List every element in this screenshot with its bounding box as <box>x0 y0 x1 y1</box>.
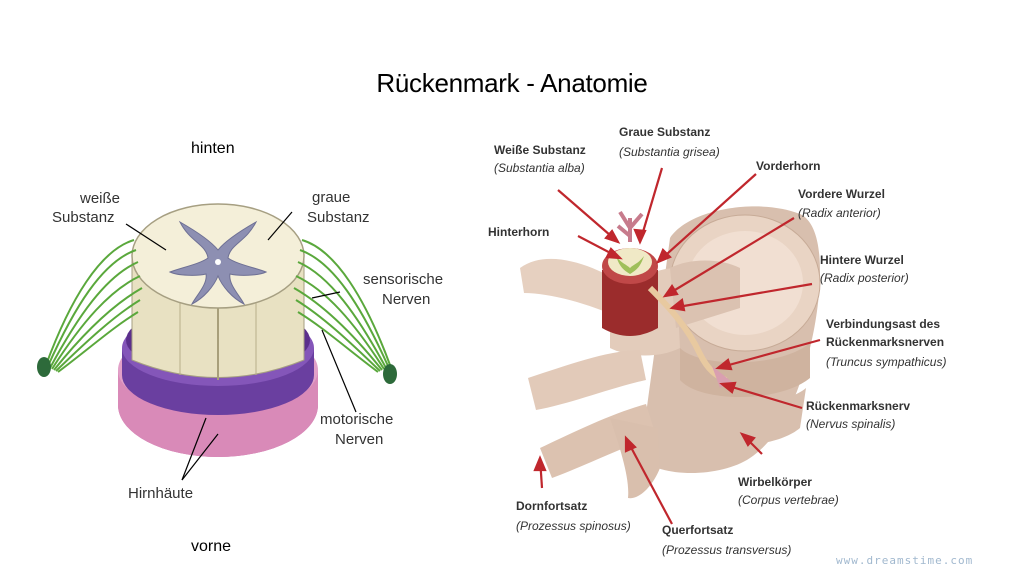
label-gray-substance-latin: (Substantia grisea) <box>619 145 720 159</box>
label-anterior-root-latin: (Radix anterior) <box>798 206 881 220</box>
label-posterior-root-latin: (Radix posterior) <box>820 271 909 285</box>
label-transverse-process-latin: (Prozessus transversus) <box>662 543 791 557</box>
label-spinal-nerve-latin: (Nervus spinalis) <box>806 417 895 431</box>
label-posterior: hinten <box>191 140 235 157</box>
nerve-fibers <box>45 239 391 373</box>
label-white-substance-latin: (Substantia alba) <box>494 161 585 175</box>
label-anterior: vorne <box>191 538 232 555</box>
label-gray-substance: Graue Substanz <box>619 125 710 139</box>
label-connecting-branch-latin: (Truncus sympathicus) <box>826 355 946 369</box>
label-transverse-process: Querfortsatz <box>662 523 733 537</box>
cord-slice <box>602 210 732 388</box>
label-motor-nerves-2: Nerven <box>335 431 383 448</box>
label-meninges: Hirnhäute <box>128 485 193 502</box>
slide-title: Rückenmark - Anatomie <box>376 68 648 98</box>
label-white-substance: Weiße Substanz <box>494 143 586 157</box>
label-sensory-nerves-2: Nerven <box>382 291 430 308</box>
label-gray-matter-1: graue <box>312 189 350 206</box>
label-anterior-root: Vordere Wurzel <box>798 187 885 201</box>
spinal-cord-body <box>131 203 305 380</box>
watermark: www.dreamstime.com <box>836 554 974 567</box>
label-motor-nerves-1: motorische <box>320 411 393 428</box>
vertebra-illustration <box>520 206 821 499</box>
label-gray-matter-2: Substanz <box>307 209 370 226</box>
label-vertebral-body-latin: (Corpus vertebrae) <box>738 493 839 507</box>
label-posterior-horn: Hinterhorn <box>488 225 549 239</box>
label-white-matter-2: Substanz <box>52 209 115 226</box>
nerve-end-right <box>383 364 397 384</box>
left-pointer-lines <box>125 211 357 481</box>
label-anterior-horn: Vorderhorn <box>756 159 820 173</box>
label-white-matter-1: weiße <box>79 190 120 207</box>
label-spinous-process: Dornfortsatz <box>516 499 587 513</box>
label-sensory-nerves-1: sensorische <box>363 271 443 288</box>
annotation-arrows <box>533 167 821 525</box>
vertebra-spinal-cord-diagram: Weiße Substanz (Substantia alba) Graue S… <box>488 125 946 557</box>
label-posterior-root: Hintere Wurzel <box>820 253 904 267</box>
nerve-end-left <box>37 357 51 377</box>
label-connecting-branch-1: Verbindungsast des <box>826 317 940 331</box>
label-spinal-nerve: Rückenmarksnerv <box>806 399 910 413</box>
label-spinous-process-latin: (Prozessus spinosus) <box>516 519 631 533</box>
label-connecting-branch-2: Rückenmarksnerven <box>826 335 944 349</box>
label-vertebral-body: Wirbelkörper <box>738 475 812 489</box>
spinal-cord-cross-section-diagram: weiße Substanz graue Substanz sensorisch… <box>37 189 443 502</box>
